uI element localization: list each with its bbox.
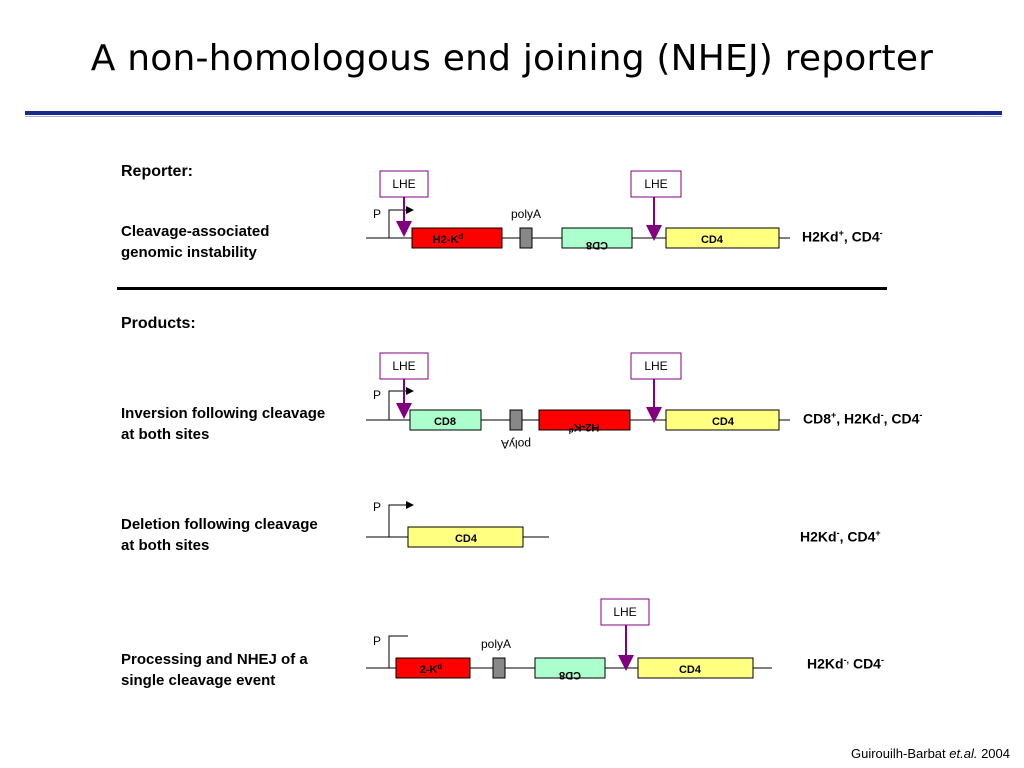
lhe-label-right: LHE [644,177,667,191]
polyA-label: polyA [481,637,511,651]
deletion-phenotype: H2Kd-, CD4+ [800,528,881,545]
cd4-gene-box [665,409,780,431]
processing-construct: P 2-Kd polyA CD8 CD4 LHE [366,598,772,681]
deletion-construct: P CD4 [366,500,549,548]
h2kd-gene-box [411,227,503,249]
cd8-gene-box [409,409,482,431]
cd8-gene-label: CD8 [559,669,581,681]
lhe-label-left: LHE [392,359,415,373]
cd4-gene-label: CD4 [455,533,478,545]
cd4-gene-label: CD4 [679,664,702,676]
inversion-phenotype: CD8+, H2Kd-, CD4- [803,410,923,427]
polyA-box [492,657,506,679]
lhe-label-left: LHE [392,177,415,191]
reporter-phenotype: H2Kd+, CD4- [802,228,883,245]
cd4-gene-box [637,657,754,679]
cd4-gene-label: CD4 [712,416,735,428]
promoter-label: P [373,388,381,402]
title-rule [25,111,1002,115]
cd8-gene-box [561,227,633,249]
inversion-description: Inversion following cleavage at both sit… [121,405,326,443]
h2kd-fragment-box [395,657,471,679]
lhe-site-box-left [379,352,429,380]
polyA-box [519,227,533,249]
cd4-gene-box [407,526,524,548]
cd8-gene-label: CD8 [586,239,608,251]
reporter-construct: P H2-Kd polyA CD8 CD4 LHE LHE [366,170,790,251]
inversion-construct: P CD8 polyA H2-Kd CD4 LHE LHE [366,352,790,451]
reporter-description: Cleavage-associated genomic instability [121,223,270,261]
promoter-stub [388,635,408,668]
lhe-site-box-right [630,352,682,380]
h2kd-gene-box [538,409,631,431]
cd4-gene-label: CD4 [701,234,724,246]
promoter-label: P [373,634,381,648]
page-title: A non-homologous end joining (NHEJ) repo… [90,38,934,79]
reporter-section-label: Reporter: [121,163,194,180]
lhe-site-box [600,598,650,626]
promoter-arrow [388,387,414,420]
promoter-arrow [388,501,414,537]
lhe-site-box-right [630,170,682,198]
products-section-label: Products: [121,315,196,332]
promoter-label: P [373,500,381,514]
polyA-label: polyA [511,207,541,221]
lhe-label: LHE [613,605,636,619]
h2kd-gene-label: H2-Kd [569,421,600,435]
promoter-arrow [388,206,414,238]
promoter-label: P [373,207,381,221]
title-rule-shadow [25,116,1002,117]
citation: Guirouilh-Barbat et.al. 2004 [850,746,1010,761]
cd4-gene-box [665,227,780,249]
cd8-gene-box [534,657,606,679]
processing-phenotype: H2Kd-, CD4- [807,655,884,672]
h2kd-fragment-label: 2-Kd [420,662,443,676]
cd8-gene-label: CD8 [434,416,456,428]
deletion-description: Deletion following cleavage at both site… [121,516,318,554]
lhe-label-right: LHE [644,359,667,373]
processing-description: Processing and NHEJ of a single cleavage… [121,651,308,689]
h2kd-gene-label: H2-Kd [433,232,464,246]
polyA-label: polyA [501,437,531,451]
polyA-box [509,409,523,431]
section-divider [117,287,887,290]
